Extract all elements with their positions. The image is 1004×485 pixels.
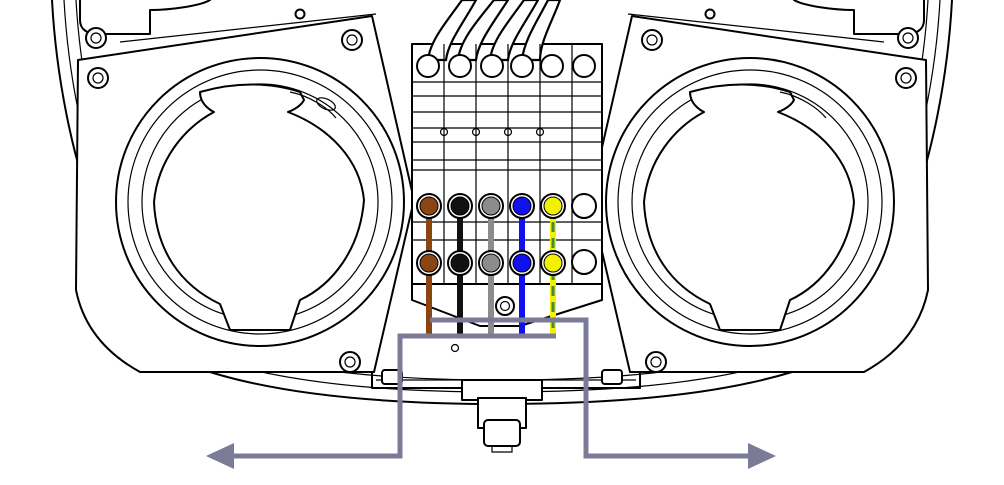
conductor-black <box>447 193 473 336</box>
socket-right <box>589 13 929 373</box>
conductor-grey <box>478 193 504 336</box>
routing-arrows <box>206 317 776 469</box>
terminal-dot-grey-lower <box>481 253 501 273</box>
route-left-arrow <box>228 333 556 459</box>
route-right-arrow <box>430 317 752 459</box>
conductors <box>416 193 566 336</box>
conductor-earth <box>540 193 566 336</box>
terminal-dot-grey-upper <box>481 196 501 216</box>
socket-left <box>75 13 415 373</box>
terminal-dot-black-lower <box>450 253 470 273</box>
terminal-dot-blue-lower <box>512 253 532 273</box>
top-cable-entries <box>416 0 596 78</box>
conductor-brown <box>416 193 442 336</box>
terminal-dot-brown-upper <box>419 196 439 216</box>
terminal-dot-black-upper <box>450 196 470 216</box>
terminal-dot-earth-upper <box>543 196 563 216</box>
terminal-dot-brown-lower <box>419 253 439 273</box>
conductor-blue <box>509 193 535 336</box>
terminal-block <box>411 0 603 353</box>
terminal-dot-earth-lower <box>543 253 563 273</box>
route-right-arrowhead <box>748 443 776 469</box>
bottom-ledge <box>371 369 641 453</box>
terminal-dot-blue-upper <box>512 196 532 216</box>
route-left-arrowhead <box>206 443 234 469</box>
